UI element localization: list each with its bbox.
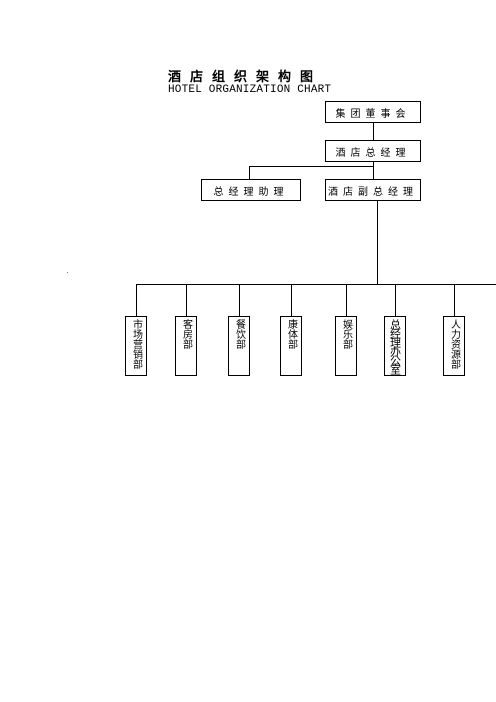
dept-human-resources: 人力资源部 — [443, 316, 465, 376]
line-to-dept-6 — [395, 284, 396, 316]
node-board: 集团董事会 — [325, 101, 421, 123]
line-to-dept-7 — [454, 284, 455, 316]
line-to-deputy-gm — [373, 166, 374, 180]
node-deputy-gm: 酒店副总经理 — [325, 179, 421, 201]
dept-food-beverage: 餐饮部 — [228, 316, 250, 376]
chart-title-en: HOTEL ORGANIZATION CHART — [168, 84, 332, 96]
line-to-dept-5 — [346, 284, 347, 316]
node-general-manager: 酒店总经理 — [325, 140, 421, 162]
line-deputy-down — [377, 200, 378, 284]
line-to-dept-1 — [136, 284, 137, 316]
line-to-dept-4 — [291, 284, 292, 316]
dept-fitness: 康体部 — [280, 316, 302, 376]
line-to-dept-3 — [239, 284, 240, 316]
dept-gm-office: 总经理办公室 — [384, 316, 406, 376]
line-gm-down — [373, 161, 374, 167]
stray-dot — [67, 272, 68, 273]
chart-title-cn: 酒店组织架构图 — [168, 70, 323, 85]
line-to-dept-2 — [186, 284, 187, 316]
line-to-assistant-gm — [249, 166, 250, 180]
line-board-to-gm — [373, 122, 374, 141]
line-split-horizontal — [249, 166, 374, 167]
dept-entertainment: 娱乐部 — [335, 316, 357, 376]
dept-marketing: 市场营销部 — [125, 316, 147, 376]
node-assistant-gm: 总经理助理 — [201, 179, 301, 201]
dept-rooms: 客房部 — [175, 316, 197, 376]
line-dept-bus — [136, 284, 496, 285]
